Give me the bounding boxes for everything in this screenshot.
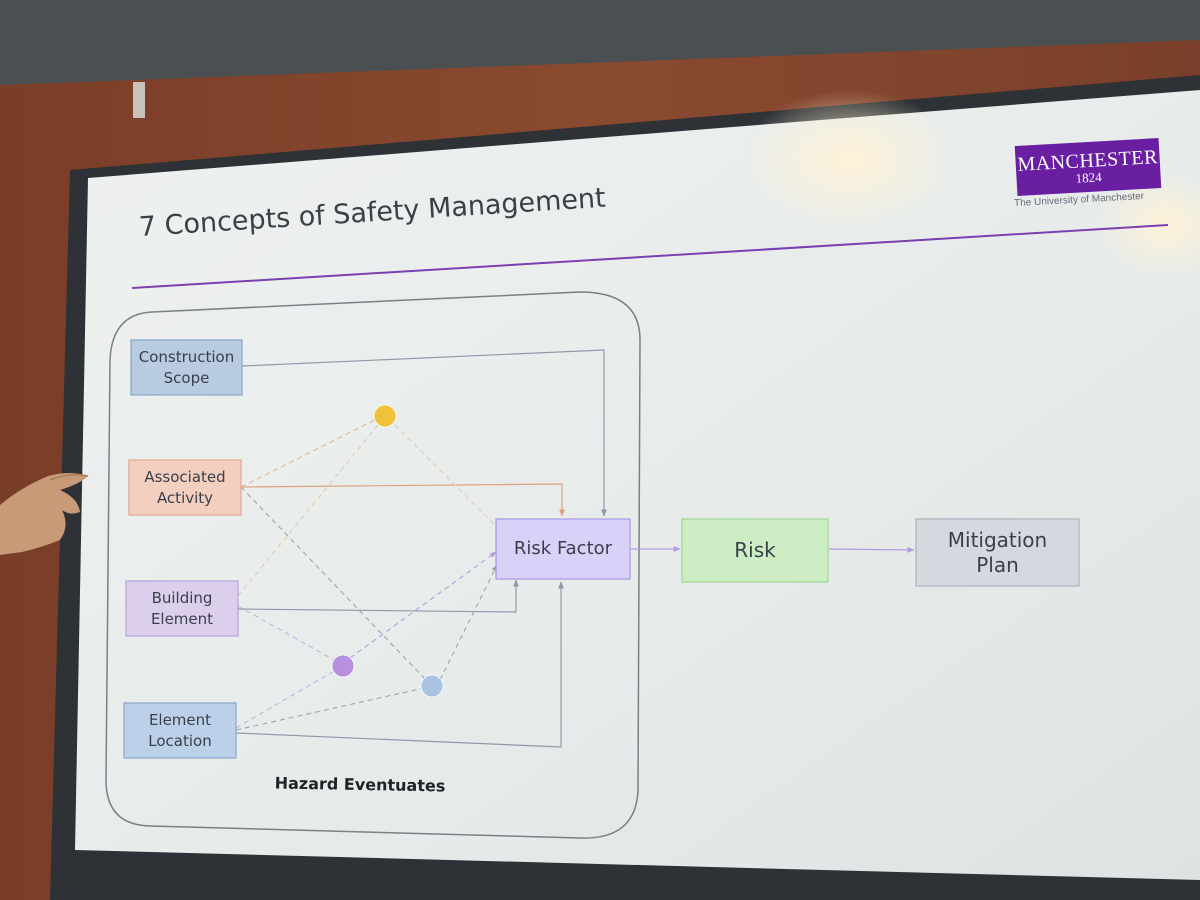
screen	[75, 90, 1200, 880]
building-element-box	[125, 580, 239, 637]
hazard-node-purple	[331, 654, 355, 678]
hazard-node-yellow	[373, 404, 397, 428]
mitigation-plan-box	[915, 518, 1080, 587]
risk-factor-label: Risk Factor	[513, 537, 613, 559]
dash-activity-to-yellow	[240, 419, 376, 488]
connector-risk-to-mitigation	[828, 547, 915, 553]
hazard-eventuates-label: Hazard Eventuates	[274, 773, 446, 796]
associated-activity-box	[128, 459, 242, 516]
risk-factor-box	[495, 518, 631, 580]
dash-purple-to-risk-factor	[349, 551, 497, 659]
element-location-box	[123, 702, 237, 759]
connector-activity-to-risk-factor	[240, 483, 565, 517]
presenter-hand	[0, 473, 89, 555]
dash-blue-to-risk-factor	[439, 564, 498, 681]
light-glare-right	[1095, 170, 1200, 280]
construction-scope-box	[130, 339, 243, 396]
dash-yellow-to-risk-factor	[394, 424, 501, 531]
connector-location-to-risk-factor	[235, 581, 564, 748]
element-location-label: Element Location	[148, 711, 212, 750]
dash-element-to-purple	[237, 605, 335, 661]
risk-label: Risk	[734, 538, 776, 562]
title-underline	[131, 224, 1169, 289]
connector-element-to-risk-factor	[237, 579, 519, 613]
construction-scope-label: Construction Scope	[138, 348, 235, 387]
connector-scope-to-risk-factor	[241, 349, 607, 517]
ceiling	[0, 0, 1200, 85]
wall-fixture	[133, 82, 145, 118]
mitigation-plan-label: Mitigation Plan	[947, 527, 1048, 577]
dash-element-to-yellow	[237, 424, 379, 597]
university-logo: MANCHESTER 1824	[1014, 138, 1162, 196]
logo-year: 1824	[1075, 168, 1102, 186]
hazard-container	[105, 291, 641, 839]
associated-activity-label: Associated Activity	[144, 468, 226, 507]
hazard-node-blue	[420, 674, 444, 698]
building-element-label: Building Element	[150, 589, 214, 628]
risk-box	[681, 518, 829, 583]
dash-location-to-purple	[235, 669, 337, 729]
connectors	[235, 349, 915, 748]
light-glare	[740, 90, 960, 230]
